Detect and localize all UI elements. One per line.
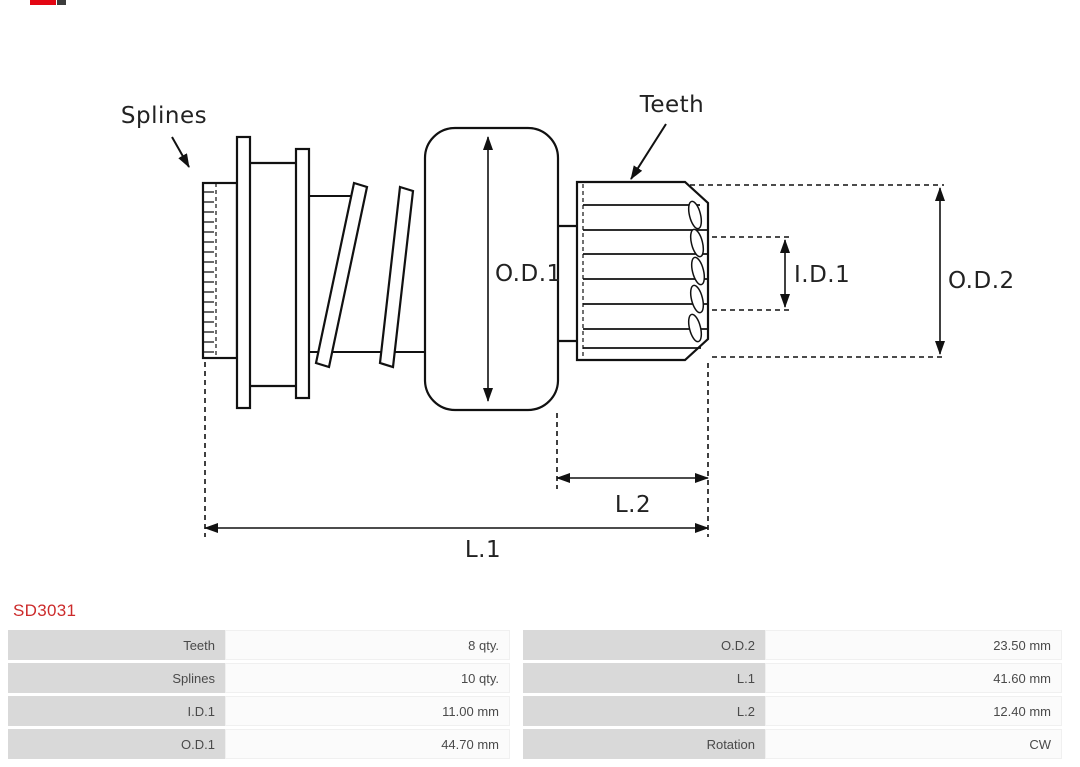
spec-value: 11.00 mm <box>225 696 510 726</box>
part-outline <box>201 126 710 412</box>
neck-lines <box>558 224 577 343</box>
splines-label: Splines <box>121 103 207 129</box>
spec-label: Splines <box>8 663 225 693</box>
spec-spacer <box>510 663 523 693</box>
spec-value: CW <box>765 729 1062 759</box>
l1-label: L.1 <box>465 537 501 563</box>
spec-value: 10 qty. <box>225 663 510 693</box>
dimension-lines <box>204 136 945 537</box>
spec-label: Rotation <box>523 729 765 759</box>
spec-label: O.D.1 <box>8 729 225 759</box>
flange-stack <box>235 135 311 410</box>
od2-label: O.D.2 <box>948 268 1015 294</box>
spec-label: I.D.1 <box>8 696 225 726</box>
spec-value: 12.40 mm <box>765 696 1062 726</box>
pinion-teeth-ends <box>687 200 706 343</box>
spec-label: L.1 <box>523 663 765 693</box>
spec-value: 41.60 mm <box>765 663 1062 693</box>
spring <box>314 181 415 369</box>
logo-red-bar <box>30 0 56 5</box>
spec-label: O.D.2 <box>523 630 765 660</box>
part-number: SD3031 <box>13 601 77 620</box>
annotation-arrows <box>171 123 667 180</box>
spec-spacer <box>510 630 523 660</box>
spec-value: 23.50 mm <box>765 630 1062 660</box>
l2-label: L.2 <box>615 492 651 518</box>
logo-dark-bar <box>57 0 66 5</box>
od1-label: O.D.1 <box>495 261 562 287</box>
spec-row: O.D.1 44.70 mm Rotation CW <box>8 729 1062 759</box>
splined-shaft <box>201 181 239 360</box>
spec-row: I.D.1 11.00 mm L.2 12.40 mm <box>8 696 1062 726</box>
spec-spacer <box>510 696 523 726</box>
spec-value: 44.70 mm <box>225 729 510 759</box>
logo-fragment <box>30 0 66 5</box>
id1-label: I.D.1 <box>794 262 850 288</box>
teeth-label: Teeth <box>639 92 705 118</box>
spec-row: Teeth 8 qty. O.D.2 23.50 mm <box>8 630 1062 660</box>
pinion-gear <box>575 180 710 362</box>
teeth-arrow <box>630 123 667 180</box>
spec-value: 8 qty. <box>225 630 510 660</box>
spec-table: Teeth 8 qty. O.D.2 23.50 mm Splines 10 q… <box>8 630 1062 762</box>
spec-label: Teeth <box>8 630 225 660</box>
spec-row: Splines 10 qty. L.1 41.60 mm <box>8 663 1062 693</box>
spec-label: L.2 <box>523 696 765 726</box>
starter-drive-diagram: Splines Teeth O.D.1 I.D.1 O.D.2 L.2 L.1 <box>121 92 1015 563</box>
splines-arrow <box>171 136 190 168</box>
spec-spacer <box>510 729 523 759</box>
